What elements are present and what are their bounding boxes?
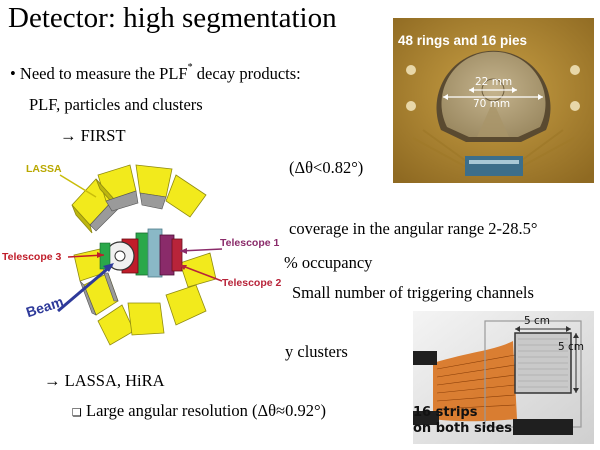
lassa-pointer bbox=[59, 174, 97, 198]
strip-detector-photo: 5 cm 5 cm 16 strips on both sides bbox=[413, 311, 594, 444]
lassa-upper-faces bbox=[89, 190, 167, 232]
telescope2-label: Telescope 2 bbox=[222, 277, 282, 289]
beam-arrowhead bbox=[103, 263, 114, 272]
left-connector-top bbox=[413, 351, 437, 365]
arrow-icon: → bbox=[60, 127, 77, 145]
lassa-hira-line: → LASSA, HiRA bbox=[44, 371, 165, 391]
silicon-wafer bbox=[441, 51, 546, 137]
telescope1-label: Telescope 1 bbox=[220, 237, 280, 249]
central-telescopes bbox=[99, 228, 183, 278]
detector-setup-drawing: LASSA Telescope 1 Telescope 2 Telescope … bbox=[0, 155, 290, 355]
beam-arrow bbox=[57, 263, 113, 313]
height-label: 5 cm bbox=[558, 341, 585, 353]
cable-lines bbox=[436, 354, 516, 410]
telescope2-arrowhead bbox=[180, 265, 187, 270]
first-line: → FIRST bbox=[60, 126, 126, 146]
inner-arrow-heads bbox=[469, 87, 517, 93]
telescope1-arrowhead bbox=[180, 248, 187, 254]
telescope2-pointer bbox=[179, 264, 223, 282]
first-caption: 48 rings and 16 pies bbox=[398, 33, 528, 48]
first-label: FIRST bbox=[80, 126, 126, 145]
first-detector-svg bbox=[393, 18, 594, 183]
slide-title: Detector: high segmentation bbox=[8, 2, 337, 34]
mounting-hole bbox=[406, 101, 416, 111]
clusters-line: y clusters bbox=[285, 342, 348, 361]
lassa-resolution: Large angular resolution (Δθ≈0.92°) bbox=[86, 401, 327, 420]
triggering-line: Small number of triggering channels bbox=[292, 283, 534, 302]
readout-pie bbox=[477, 101, 509, 137]
mounting-hole bbox=[406, 65, 416, 75]
strip-detector-svg bbox=[413, 311, 594, 444]
bottom-connector bbox=[513, 419, 573, 435]
lassa-resolution-line: ❑ Large angular resolution (Δθ≈0.92°) bbox=[72, 401, 326, 421]
strip-grid bbox=[518, 338, 568, 388]
mounting-hole bbox=[570, 101, 580, 111]
bullet-symbol: • bbox=[10, 64, 16, 83]
connector-pins bbox=[469, 160, 519, 164]
width-label: 5 cm bbox=[524, 315, 551, 327]
lassa-hira-label: LASSA, HiRA bbox=[64, 371, 165, 390]
bullet-tail: decay products: bbox=[192, 64, 301, 83]
strips-line2: on both sides bbox=[413, 421, 512, 436]
bullet-text: Need to measure the PLF bbox=[19, 64, 188, 83]
strips-line1: 16 strips bbox=[413, 405, 478, 420]
detector-setup-svg bbox=[57, 164, 223, 346]
left-connector-bottom bbox=[413, 411, 439, 425]
outer-diameter-label: 70 mm bbox=[473, 98, 511, 110]
mounting-hole bbox=[570, 65, 580, 75]
telescope3-arrowhead bbox=[97, 252, 104, 258]
flex-cable bbox=[433, 341, 517, 422]
first-detector-photo: 48 rings and 16 pies 22 mm 70 mm bbox=[393, 18, 594, 183]
bullet-superscript: * bbox=[187, 62, 193, 73]
occupancy-line: % occupancy bbox=[284, 253, 373, 272]
bullet-line: • Need to measure the PLF* decay product… bbox=[10, 62, 301, 84]
pcb-traces bbox=[412, 129, 575, 169]
inner-diameter-label: 22 mm bbox=[475, 76, 513, 88]
particles-line: PLF, particles and clusters bbox=[29, 95, 203, 114]
connector bbox=[465, 156, 523, 176]
telescope3-label: Telescope 3 bbox=[2, 251, 62, 263]
square-bullet-icon: ❑ bbox=[72, 406, 82, 419]
lassa-label: LASSA bbox=[26, 163, 62, 175]
first-resolution: (Δθ<0.82°) bbox=[289, 158, 364, 177]
strips-caption: 16 strips on both sides bbox=[413, 405, 512, 437]
coverage-line: coverage in the angular range 2-28.5° bbox=[289, 219, 538, 238]
arrow-icon: → bbox=[44, 372, 61, 390]
